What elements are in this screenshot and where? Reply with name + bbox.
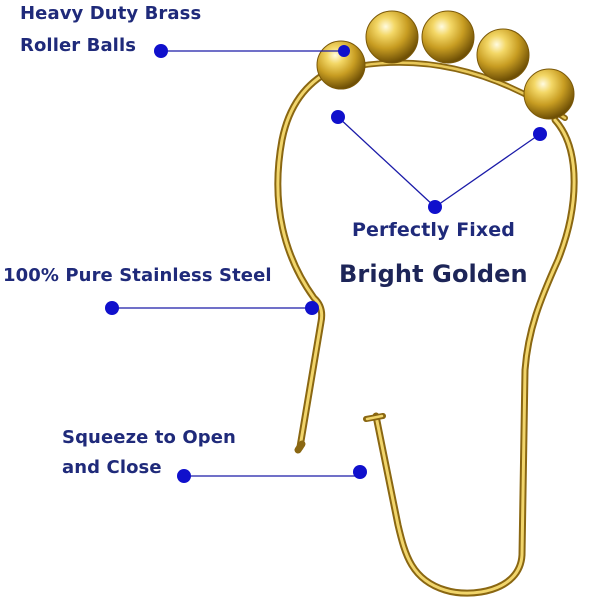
roller-ball bbox=[421, 10, 475, 64]
callout-leaders bbox=[105, 44, 547, 483]
roller-ball bbox=[476, 28, 530, 82]
callout-heavy-duty-brass: Heavy Duty Brass Roller Balls bbox=[20, 4, 201, 56]
callout-perfectly-fixed: Perfectly Fixed bbox=[352, 219, 515, 241]
callout-text: Squeeze to Open bbox=[62, 427, 236, 448]
callout-marker bbox=[353, 465, 367, 479]
roller-ball bbox=[316, 40, 366, 90]
callout-marker bbox=[105, 301, 119, 315]
callout-stainless-steel: 100% Pure Stainless Steel bbox=[3, 265, 272, 286]
callout-marker bbox=[305, 301, 319, 315]
callout-squeeze-open-close: Squeeze to Open and Close bbox=[62, 428, 236, 478]
callout-marker bbox=[154, 44, 168, 58]
roller-ball bbox=[365, 10, 419, 64]
callout-marker bbox=[177, 469, 191, 483]
callout-text: and Close bbox=[62, 456, 162, 478]
callout-text: Heavy Duty Brass bbox=[20, 3, 202, 24]
callout-marker bbox=[338, 45, 350, 57]
roller-ball bbox=[523, 68, 575, 120]
callout-marker bbox=[428, 200, 442, 214]
callout-marker bbox=[533, 127, 547, 141]
callout-text: Roller Balls bbox=[20, 34, 137, 56]
callout-marker bbox=[331, 110, 345, 124]
roller-balls bbox=[316, 10, 575, 120]
callout-bright-golden: Bright Golden bbox=[339, 260, 528, 288]
hook-wire bbox=[274, 59, 578, 597]
